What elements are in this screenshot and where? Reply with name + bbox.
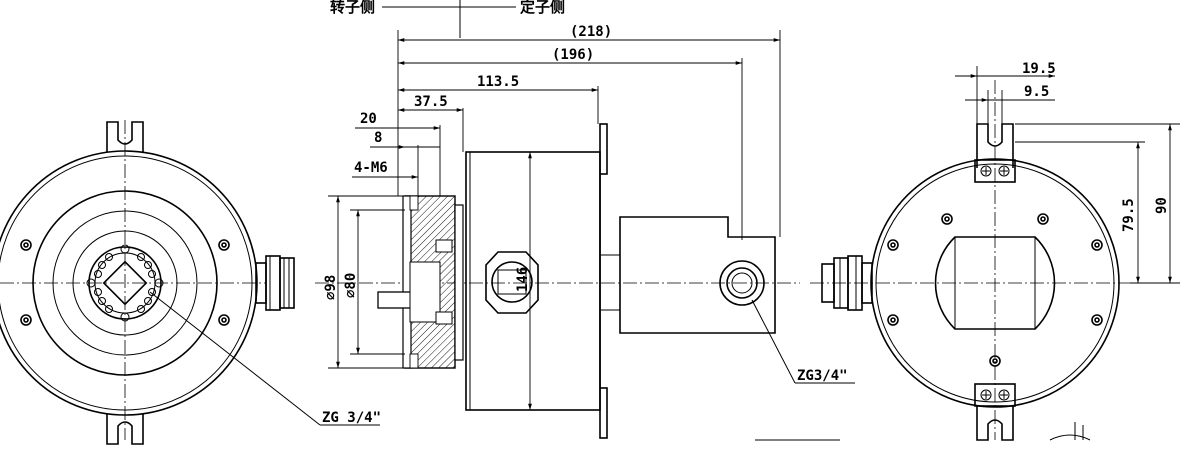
left-front-view: ZG 3/4"	[0, 120, 381, 445]
left-port-callout: ZG 3/4"	[322, 410, 381, 426]
dim-37: 37.5	[414, 94, 448, 110]
right-rear-view: 19.5 9.5 79.5 90	[810, 61, 1180, 441]
side-port-callout: ZG3/4"	[797, 368, 848, 384]
dim-79-5: 79.5	[1121, 198, 1137, 232]
dim-146: 146	[515, 267, 531, 292]
rotor-side-label: 转子侧	[330, 0, 375, 16]
dim-dia80: ⌀80	[343, 273, 359, 298]
dim-20: 20	[360, 111, 377, 127]
dim-113: 113.5	[477, 74, 519, 90]
dim-9-5: 9.5	[1024, 84, 1049, 100]
side-view: ZG3/4" (218) (196) 113.5 37.5 20 8 4-M6 …	[315, 24, 855, 439]
dim-90: 90	[1154, 197, 1170, 214]
dim-overall: (218)	[570, 24, 612, 40]
dim-8: 8	[374, 130, 382, 146]
dim-19-5: 19.5	[1022, 61, 1056, 77]
dim-dia98: ⌀98	[323, 275, 339, 300]
dim-body: (196)	[552, 47, 594, 63]
dim-holes: 4-M6	[354, 160, 388, 176]
side-labels: 转子侧 定子侧	[330, 0, 565, 38]
stator-side-label: 定子侧	[520, 0, 565, 16]
